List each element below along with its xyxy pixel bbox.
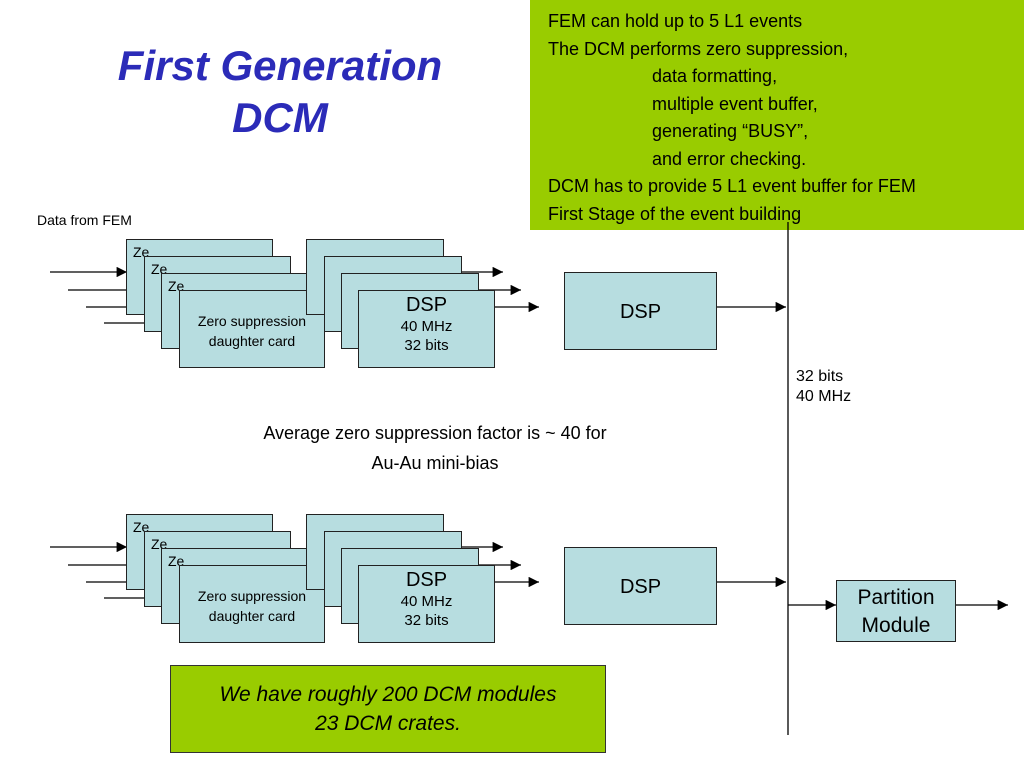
zs-daughter-card: Zero suppression daughter card [179,290,325,368]
dsp-card: DSP 40 MHz 32 bits [358,290,495,368]
main-dsp: DSP [564,272,717,350]
page-title: First Generation DCM [117,42,443,141]
partition-module: Partition Module [836,580,956,642]
dcm-count-note: We have roughly 200 DCM modules 23 DCM c… [170,665,606,753]
zs-daughter-card: Zero suppression daughter card [179,565,325,643]
zero-suppression-note: Average zero suppression factor is ~ 40 … [263,423,607,473]
bus-label: 32 bits 40 MHz [796,368,852,405]
main-dsp: DSP [564,547,717,625]
dsp-card: DSP 40 MHz 32 bits [358,565,495,643]
data-from-fem-label: Data from FEM [37,212,132,228]
info-note: FEM can hold up to 5 L1 events The DCM p… [530,0,1024,230]
